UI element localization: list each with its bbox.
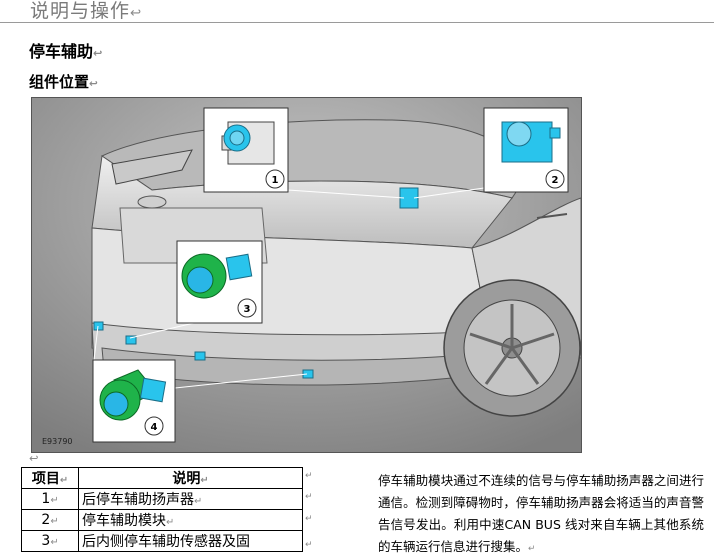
rear-badge: [137, 195, 167, 209]
header-title: 说明与操作↩: [30, 0, 143, 22]
leader-lines: [93, 187, 485, 389]
callout-3: 3: [244, 304, 251, 315]
table-header-item: 项目↵: [21, 467, 79, 489]
wheel-spokes: [469, 304, 555, 385]
callout-2: 2: [552, 175, 559, 186]
inset-1-speaker: 1: [203, 107, 289, 193]
page-header: 说明与操作↩: [0, 0, 714, 23]
table-cell-num: 3↵: [21, 530, 79, 552]
paragraph-mark-after-figure: ↩: [29, 452, 39, 465]
table-cell-num: 2↵: [21, 509, 79, 531]
row-end-mark: ↵: [305, 514, 313, 524]
callout-1: 1: [272, 175, 279, 186]
table-row: 3↵ 后内侧停车辅助传感器及固: [21, 530, 303, 552]
table-cell-desc: 后内侧停车辅助传感器及固: [78, 530, 303, 552]
subsection-title: 组件位置↩: [29, 73, 98, 91]
figure-id-code: E93790: [42, 437, 73, 446]
tail-light: [111, 149, 193, 185]
description-paragraph: 停车辅助模块通过不连续的信号与停车辅助扬声器之间进行通信。检测到障碍物时，停车辅…: [378, 473, 704, 554]
table-cell-desc: 后停车辅助扬声器↵: [78, 488, 303, 510]
table-cell-num: 1↵: [21, 488, 79, 510]
table-row: 2↵ 停车辅助模块↵: [21, 509, 303, 531]
row-end-mark: ↵: [305, 540, 313, 550]
inset-2-module: 2: [483, 107, 569, 193]
sensor-location-outer-left: [93, 321, 104, 331]
inset-4-outer-sensor: 4: [92, 359, 176, 443]
sensor-location-inner-left: [125, 335, 137, 345]
door-handle: [536, 213, 568, 219]
module-connector: [506, 121, 532, 147]
sensor-location-inner-right: [194, 351, 206, 361]
table-header-row: 项目↵ 说明↵: [21, 467, 303, 489]
row-end-mark: ↵: [305, 492, 313, 502]
row-end-mark: ↵: [305, 471, 313, 481]
table-cell-desc: 停车辅助模块↵: [78, 509, 303, 531]
component-table: 项目↵ 说明↵ 1↵ 后停车辅助扬声器↵ 2↵ 停车辅助模块↵ 3↵ 后内侧停车…: [21, 467, 303, 552]
car-illustration: 1 2 3 4: [32, 98, 581, 452]
table-header-description: 说明↵: [78, 467, 303, 489]
table-row: 1↵ 后停车辅助扬声器↵: [21, 488, 303, 510]
sensor-face-3: [186, 266, 214, 294]
sensor-face-4: [103, 391, 129, 417]
section-title: 停车辅助↩: [29, 42, 103, 61]
component-location-figure: 1 2 3 4 E937: [31, 97, 582, 453]
inset-3-inner-sensor: 3: [176, 240, 263, 324]
callout-4: 4: [151, 422, 158, 433]
